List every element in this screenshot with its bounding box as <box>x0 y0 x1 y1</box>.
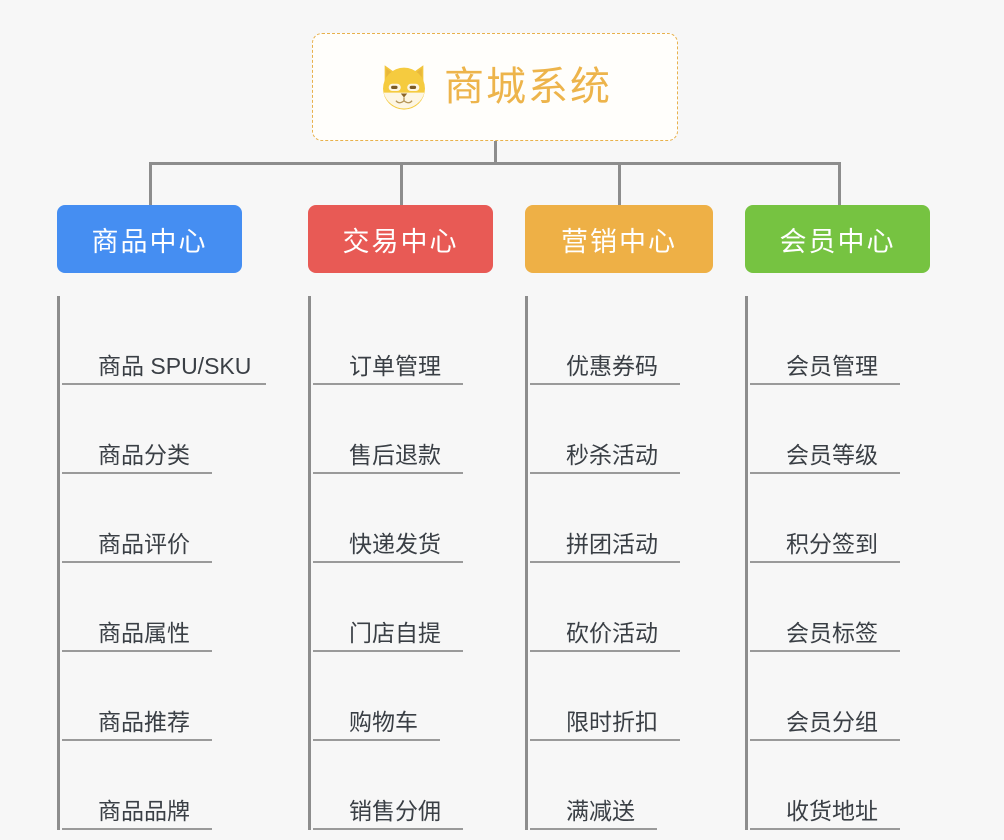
leaf-item[interactable]: 商品推荐 <box>62 652 265 741</box>
leaf-list-3: 会员管理 会员等级 积分签到 会员标签 会员分组 收货地址 <box>745 296 930 830</box>
connector-drop-1 <box>400 162 403 207</box>
leaf-label: 商品分类 <box>98 441 190 468</box>
leaf-label: 积分签到 <box>786 530 878 557</box>
connector-root-stem <box>494 141 497 165</box>
leaf-label: 商品属性 <box>98 619 190 646</box>
leaf-item[interactable]: 会员分组 <box>750 652 930 741</box>
leaf-item[interactable]: 快递发货 <box>313 474 493 563</box>
leaf-item[interactable]: 收货地址 <box>750 741 930 830</box>
leaf-item[interactable]: 商品评价 <box>62 474 265 563</box>
branch-column-0: 商品中心 商品 SPU/SKU 商品分类 商品评价 商品属性 商品推荐 <box>57 205 266 830</box>
leaf-item[interactable]: 秒杀活动 <box>530 385 713 474</box>
category-label: 交易中心 <box>342 226 459 257</box>
category-label: 商品中心 <box>91 226 208 257</box>
leaf-item[interactable]: 拼团活动 <box>530 474 713 563</box>
leaf-label: 秒杀活动 <box>566 441 658 468</box>
branch-column-2: 营销中心 优惠券码 秒杀活动 拼团活动 砍价活动 限时折扣 <box>525 205 713 830</box>
leaf-item[interactable]: 商品品牌 <box>62 741 265 830</box>
leaf-underline <box>313 828 463 830</box>
leaf-label: 购物车 <box>349 708 418 735</box>
leaf-underline <box>313 472 463 474</box>
leaf-item[interactable]: 会员管理 <box>750 296 930 385</box>
branch-column-1: 交易中心 订单管理 售后退款 快递发货 门店自提 购物车 <box>308 205 493 830</box>
category-header-0[interactable]: 商品中心 <box>57 205 242 273</box>
category-label: 营销中心 <box>561 226 677 257</box>
leaf-underline <box>530 383 680 385</box>
leaf-item[interactable]: 会员等级 <box>750 385 930 474</box>
leaf-item[interactable]: 商品分类 <box>62 385 265 474</box>
leaf-label: 会员标签 <box>786 619 878 646</box>
leaf-underline <box>313 739 440 741</box>
leaf-underline <box>62 650 212 652</box>
leaf-item[interactable]: 限时折扣 <box>530 652 713 741</box>
leaf-label: 售后退款 <box>349 441 441 468</box>
leaf-item[interactable]: 门店自提 <box>313 563 493 652</box>
leaf-label: 销售分佣 <box>349 797 441 824</box>
leaf-underline <box>530 650 680 652</box>
connector-drop-2 <box>618 162 621 207</box>
leaf-label: 商品推荐 <box>98 708 190 735</box>
branch-column-3: 会员中心 会员管理 会员等级 积分签到 会员标签 会员分组 <box>745 205 930 830</box>
category-header-1[interactable]: 交易中心 <box>308 205 493 273</box>
category-label: 会员中心 <box>779 226 896 257</box>
root-node[interactable]: 商城系统 <box>312 33 678 141</box>
leaf-item[interactable]: 购物车 <box>313 652 493 741</box>
leaf-list-2: 优惠券码 秒杀活动 拼团活动 砍价活动 限时折扣 满减送 <box>525 296 713 830</box>
leaf-label: 会员等级 <box>786 441 878 468</box>
leaf-underline <box>750 561 900 563</box>
connector-bus <box>149 162 841 165</box>
leaf-label: 会员管理 <box>786 352 878 379</box>
leaf-underline <box>313 561 463 563</box>
leaf-label: 订单管理 <box>349 352 441 379</box>
root-title: 商城系统 <box>444 65 612 109</box>
category-header-2[interactable]: 营销中心 <box>525 205 713 273</box>
leaf-item[interactable]: 积分签到 <box>750 474 930 563</box>
leaf-label: 收货地址 <box>786 797 878 824</box>
leaf-underline <box>750 383 900 385</box>
leaf-underline <box>62 739 212 741</box>
leaf-underline <box>313 650 463 652</box>
leaf-label: 商品评价 <box>98 530 190 557</box>
leaf-list-1: 订单管理 售后退款 快递发货 门店自提 购物车 销售分佣 <box>308 296 493 830</box>
leaf-item[interactable]: 商品属性 <box>62 563 265 652</box>
leaf-item[interactable]: 商品 SPU/SKU <box>62 296 266 385</box>
leaf-item[interactable]: 售后退款 <box>313 385 493 474</box>
leaf-underline <box>530 472 680 474</box>
leaf-item[interactable]: 销售分佣 <box>313 741 493 830</box>
leaf-underline <box>530 561 680 563</box>
leaf-underline <box>530 828 657 830</box>
leaf-underline <box>530 739 680 741</box>
leaf-label: 拼团活动 <box>566 530 658 557</box>
leaf-underline <box>313 383 463 385</box>
leaf-label: 砍价活动 <box>566 619 658 646</box>
leaf-item[interactable]: 会员标签 <box>750 563 930 652</box>
leaf-item[interactable]: 砍价活动 <box>530 563 713 652</box>
connector-drop-0 <box>149 162 152 207</box>
leaf-underline <box>750 828 900 830</box>
leaf-underline <box>62 561 212 563</box>
leaf-label: 满减送 <box>566 797 635 824</box>
leaf-underline <box>750 650 900 652</box>
leaf-underline <box>62 383 266 385</box>
leaf-label: 门店自提 <box>349 619 441 646</box>
leaf-underline <box>750 472 900 474</box>
leaf-label: 商品 SPU/SKU <box>98 352 252 379</box>
leaf-underline <box>750 739 900 741</box>
leaf-underline <box>62 472 212 474</box>
leaf-list-0: 商品 SPU/SKU 商品分类 商品评价 商品属性 商品推荐 商品品牌 <box>57 296 266 830</box>
leaf-item[interactable]: 订单管理 <box>313 296 493 385</box>
leaf-label: 商品品牌 <box>98 797 190 824</box>
leaf-label: 限时折扣 <box>566 708 658 735</box>
shiba-dog-icon <box>383 65 425 110</box>
leaf-label: 优惠券码 <box>566 352 658 379</box>
leaf-label: 会员分组 <box>786 708 878 735</box>
leaf-underline <box>62 828 212 830</box>
category-header-3[interactable]: 会员中心 <box>745 205 930 273</box>
connector-drop-3 <box>838 162 841 207</box>
leaf-item[interactable]: 优惠券码 <box>530 296 713 385</box>
leaf-item[interactable]: 满减送 <box>530 741 713 830</box>
leaf-label: 快递发货 <box>349 530 441 557</box>
